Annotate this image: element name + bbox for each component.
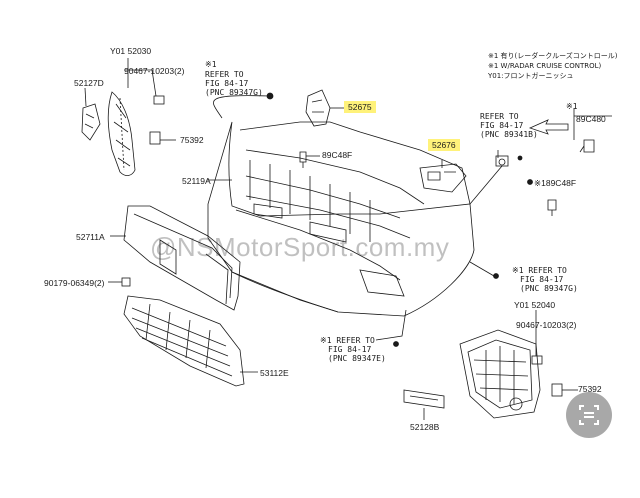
legend-line-3: Y01:フロントガーニッシュ xyxy=(488,72,574,80)
watermark-text: @NSMotorSport.com.my xyxy=(150,232,450,262)
label-90467-top: 90467-10203(2) xyxy=(124,66,185,76)
callout-refer-2-mark: ※1 xyxy=(566,102,578,111)
lens-scan-icon[interactable] xyxy=(566,392,612,438)
label-89c480: 89C480 xyxy=(576,114,606,124)
callout-refer-3-line2: FIG 84-17 xyxy=(520,275,564,284)
label-90179: 90179-06349(2) xyxy=(44,278,105,288)
label-53112e: 53112E xyxy=(260,368,289,378)
callout-refer-1-line3: (PNC 89347G) xyxy=(205,88,263,97)
part-52128b-drawing xyxy=(403,389,445,409)
callout-refer-2-line1: REFER TO xyxy=(480,112,519,121)
legend-line-2: ※1 W/RADAR CRUISE CONTROL) xyxy=(488,62,602,70)
label-52128b: 52128B xyxy=(410,422,440,432)
callout-refer-1-line2: FIG 84-17 xyxy=(205,79,249,88)
callout-refer-3-line3: (PNC 89347G) xyxy=(520,284,578,293)
label-52711a: 52711A xyxy=(76,232,105,242)
cover-52711a-drawing xyxy=(123,205,241,311)
callout-refer-4-line1: ※1 REFER TO xyxy=(320,336,375,345)
label-y01-52030: Y01 52030 xyxy=(110,46,152,56)
label-52675-wrap: 52675 xyxy=(344,101,376,113)
clip-89c48f-b xyxy=(547,199,557,216)
label-89c48f-a: 89C48F xyxy=(322,150,353,160)
callout-refer-4-line2: FIG 84-17 xyxy=(328,345,372,354)
bracket-52675-drawing xyxy=(305,89,331,127)
label-52675: 52675 xyxy=(344,101,376,113)
clip-89c480 xyxy=(579,139,595,153)
label-75392-bot: 75392 xyxy=(578,384,602,394)
clip-75392-top xyxy=(149,131,161,145)
clip-90467-top xyxy=(153,95,165,105)
callout-refer-3-line1: ※1 REFER TO xyxy=(512,266,567,275)
label-52676-wrap: 52676 xyxy=(428,139,460,151)
bumper-52119a-drawing xyxy=(207,121,475,317)
clip-90467-bot xyxy=(531,355,543,365)
legend-line-1: ※1 有り(レーダークルーズコントロール) xyxy=(488,52,618,60)
garnish-52040-drawing xyxy=(459,329,541,419)
callout-refer-1-mark: ※1 xyxy=(205,60,217,69)
bracket-52030-drawing xyxy=(107,91,136,176)
callout-refer-1-line1: REFER TO xyxy=(205,70,244,79)
callout-refer-2-line3: (PNC 89341B) xyxy=(480,130,538,139)
label-89c48f-b: ※189C48F xyxy=(534,178,577,188)
label-52676: 52676 xyxy=(428,139,460,151)
scan-icon xyxy=(579,405,599,425)
label-y01-52040: Y01 52040 xyxy=(514,300,556,310)
clip-89c48f-a xyxy=(299,151,307,168)
direction-arrow xyxy=(528,119,569,135)
part-52127d-drawing xyxy=(81,103,101,141)
clip-90179 xyxy=(121,277,131,287)
clip-75392-bot xyxy=(551,383,563,397)
bracket-52676-drawing xyxy=(419,163,467,193)
callout-refer-2-line2: FIG 84-17 xyxy=(480,121,524,130)
label-52119a: 52119A xyxy=(182,176,211,186)
label-52127d: 52127D xyxy=(74,78,104,88)
grille-53112e-drawing xyxy=(123,295,245,387)
label-90467-bot: 90467-10203(2) xyxy=(516,320,577,330)
callout-refer-4-line3: (PNC 89347E) xyxy=(328,354,386,363)
label-75392-top: 75392 xyxy=(180,135,204,145)
